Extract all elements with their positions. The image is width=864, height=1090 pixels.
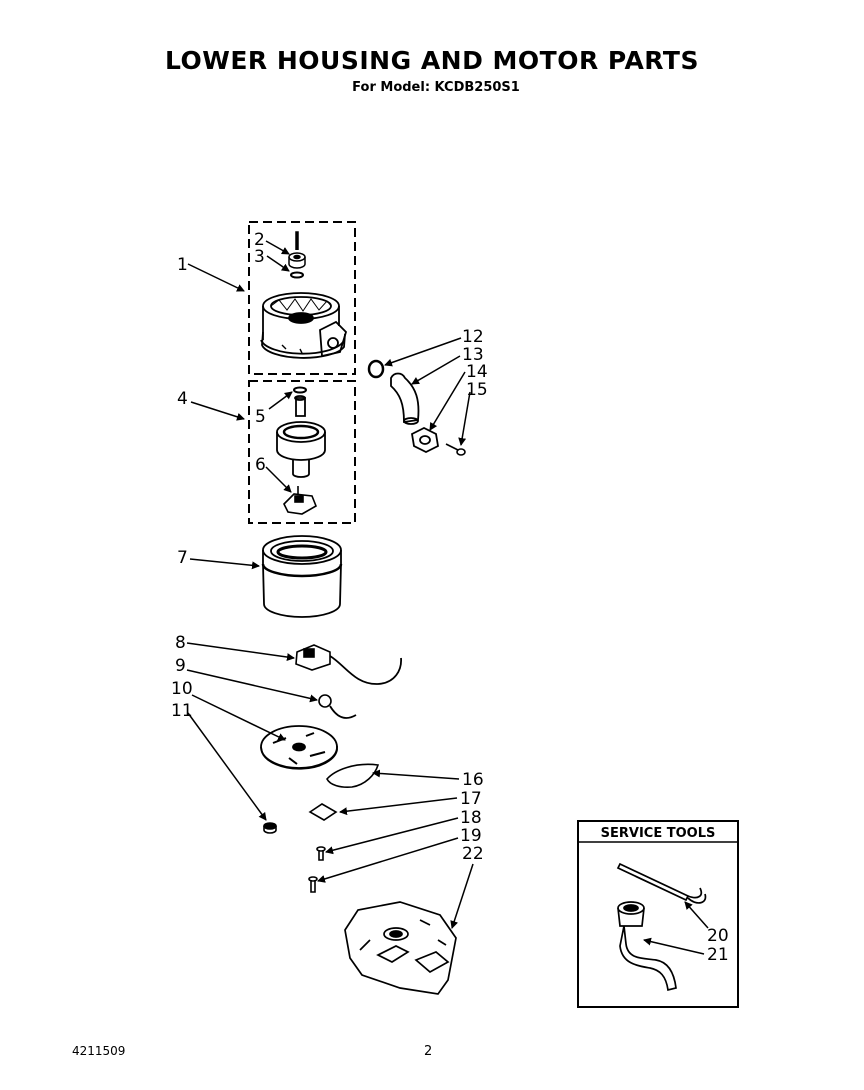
part-motor-rotor	[276, 395, 326, 478]
part-grind-housing	[260, 292, 348, 359]
part-end-plate	[260, 725, 338, 770]
callout-22: 22	[462, 844, 484, 864]
service-tools-title: SERVICE TOOLS	[601, 826, 716, 841]
part-washer-top	[290, 271, 304, 279]
part-plug	[318, 694, 357, 719]
callout-7: 7	[177, 548, 188, 568]
callout-8: 8	[175, 633, 186, 653]
part-wrench-tool	[616, 862, 707, 904]
part-switch	[295, 644, 402, 685]
part-washer-shaft	[293, 386, 307, 394]
service-tools-box	[577, 820, 739, 1008]
callout-10: 10	[171, 679, 193, 699]
part-label-plate	[308, 803, 338, 821]
callout-6: 6	[255, 455, 266, 475]
callout-17: 17	[460, 789, 482, 809]
part-cover	[326, 763, 380, 788]
part-gasket	[367, 359, 385, 379]
model-subtitle: For Model: KCDB250S1	[352, 80, 520, 95]
part-sink-flange	[617, 901, 677, 992]
assembly-box-4	[248, 380, 356, 524]
callout-15: 15	[466, 380, 488, 400]
callout-20: 20	[707, 926, 729, 946]
callout-21: 21	[707, 945, 729, 965]
callout-11: 11	[171, 701, 193, 721]
callout-12: 12	[462, 327, 484, 347]
part-kit-bag	[344, 901, 457, 995]
part-bracket	[283, 486, 318, 515]
callout-3: 3	[254, 247, 265, 267]
callout-18: 18	[460, 808, 482, 828]
callout-4: 4	[177, 389, 188, 409]
callout-2: 2	[254, 230, 265, 250]
callout-9: 9	[175, 656, 186, 676]
part-nut	[288, 231, 306, 269]
callout-19: 19	[460, 826, 482, 846]
assembly-box-1	[248, 221, 356, 375]
part-bottom-nut	[263, 822, 277, 834]
part-flange	[411, 426, 439, 454]
part-motor-housing	[261, 535, 343, 618]
part-screw-19	[308, 876, 318, 893]
part-screw-18	[316, 846, 326, 861]
part-elbow	[390, 372, 420, 425]
part-bolt	[445, 443, 466, 456]
leader-lines	[186, 240, 709, 955]
callout-5: 5	[255, 407, 266, 427]
page-number: 2	[424, 1044, 433, 1059]
callout-13: 13	[462, 345, 484, 365]
callout-14: 14	[466, 362, 488, 382]
page-title: LOWER HOUSING AND MOTOR PARTS	[164, 46, 699, 75]
callout-1: 1	[177, 255, 188, 275]
document-number: 4211509	[72, 1044, 126, 1058]
callout-16: 16	[462, 770, 484, 790]
